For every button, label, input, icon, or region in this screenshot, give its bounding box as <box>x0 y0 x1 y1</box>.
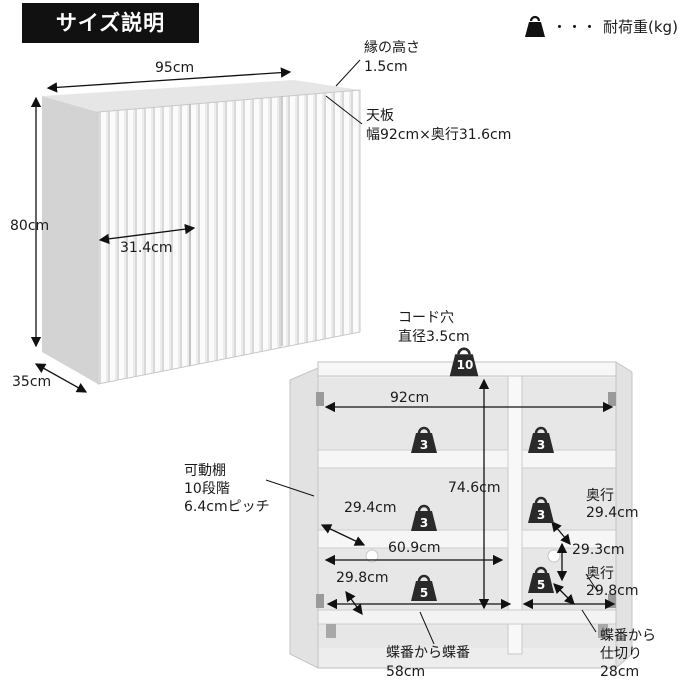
right-depth-lower-caption: 奥行 <box>586 566 614 582</box>
shelf-load-right-2: 3 <box>536 508 546 522</box>
right-depth-upper-value: 29.4cm <box>586 505 639 521</box>
shelf-load-right-3: 5 <box>536 578 546 592</box>
shelf-load-left-2: 3 <box>419 516 429 530</box>
shelf-load-right-1: 3 <box>536 438 546 452</box>
top-load-value: 10 <box>456 358 474 372</box>
left-depth-upper-label: 29.4cm <box>344 500 397 516</box>
left-width-label: 60.9cm <box>388 540 441 556</box>
page-title: サイズ説明 <box>22 3 199 43</box>
left-depth-lower-label: 29.8cm <box>336 570 389 586</box>
width-label: 95cm <box>155 60 195 76</box>
shelf-label-line-3: 6.4cmピッチ <box>184 499 270 515</box>
hinge-to-hinge-label: 蝶番から蝶番 <box>386 645 470 661</box>
shelf-label-line-2: 10段階 <box>184 481 230 497</box>
height-label: 80cm <box>10 218 50 234</box>
hinge-to-hinge-value: 58cm <box>386 664 426 680</box>
cabinet-open <box>289 361 633 670</box>
right-depth-mid-value: 29.3cm <box>572 542 625 558</box>
right-depth-upper-caption: 奥行 <box>586 488 614 504</box>
cord-hole-value: 直径3.5cm <box>398 329 470 345</box>
top-board-label: 天板 <box>366 108 394 124</box>
hinge-part-line-2: 仕切り <box>600 646 642 662</box>
cabinet-closed <box>42 80 361 385</box>
weight-icon <box>525 15 545 37</box>
shelf-label-line-1: 可動棚 <box>184 463 226 479</box>
hinge-part-line-1: 蝶番から <box>600 628 656 644</box>
legend-dots: ・・・ <box>552 17 598 36</box>
inner-dimensions <box>265 378 616 645</box>
door-width-label: 31.4cm <box>120 240 173 256</box>
edge-height-label: 縁の高さ <box>364 40 420 56</box>
inner-height-label: 74.6cm <box>448 480 501 496</box>
right-depth-lower-value: 29.8cm <box>586 583 639 599</box>
load-legend: ・・・ 耐荷重(kg) <box>524 12 678 40</box>
legend-label: 耐荷重(kg) <box>603 17 678 36</box>
cord-hole-label: コード穴 <box>398 310 454 326</box>
top-board-value: 幅92cm×奥行31.6cm <box>366 127 512 143</box>
shelf-load-left-3: 5 <box>419 586 429 600</box>
top-dimensions <box>30 59 363 393</box>
depth-label: 35cm <box>12 374 52 390</box>
shelf-load-left-1: 3 <box>419 438 429 452</box>
inner-width-label: 92cm <box>390 390 430 406</box>
hinge-part-line-3: 28cm <box>600 664 640 680</box>
edge-height-value: 1.5cm <box>364 59 408 75</box>
